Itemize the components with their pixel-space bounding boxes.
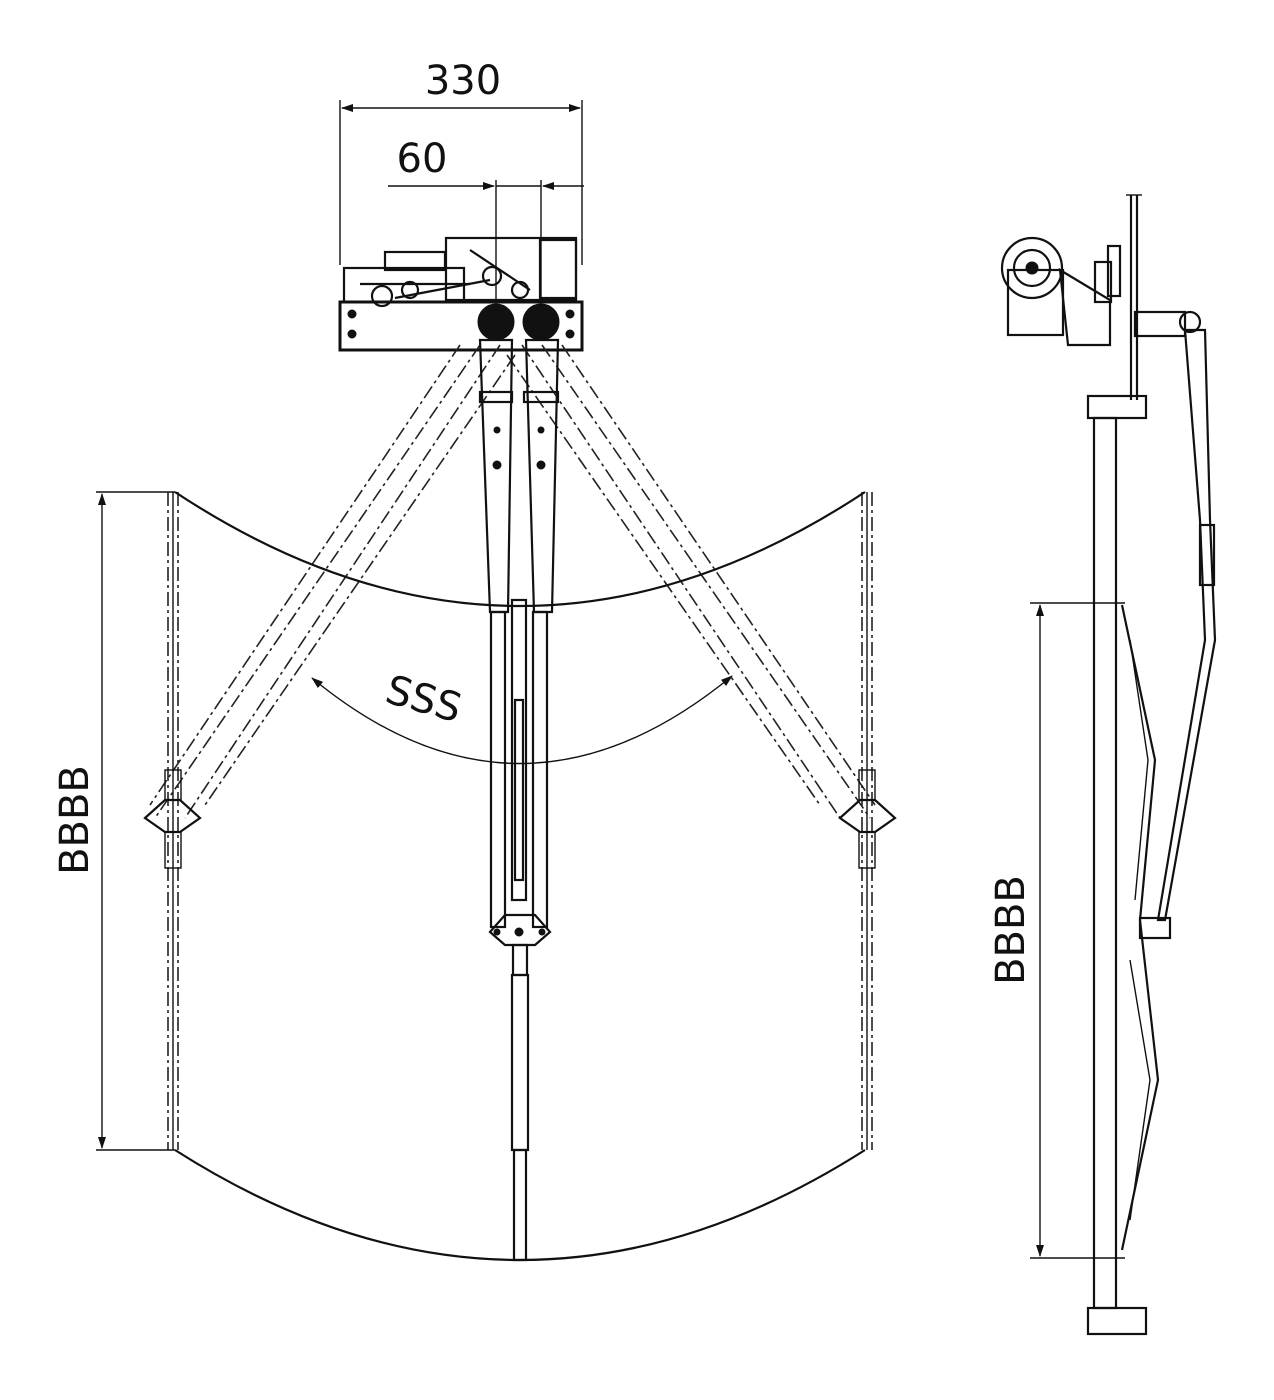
- blade-length-side-label: BBBB: [988, 875, 1034, 985]
- motor-housing: [338, 236, 584, 352]
- dimension-blade-length-front: BBBB: [52, 491, 175, 1151]
- blade-length-front-label: BBBB: [52, 765, 98, 875]
- side-motor: [1000, 194, 1202, 400]
- side-arm: [1120, 328, 1217, 1251]
- side-view: BBBB: [988, 194, 1217, 1336]
- dimension-60-label: 60: [397, 136, 448, 182]
- front-view: 330 60: [52, 58, 897, 1262]
- sweep-angle-label: SSS: [381, 667, 467, 732]
- arm-swept-positions: [143, 344, 897, 1150]
- wiped-area-arcs: [174, 491, 866, 1262]
- side-windscreen-frame: [1086, 394, 1148, 1336]
- dimension-330: 330: [339, 58, 583, 265]
- wiper-arms-center: [477, 303, 560, 1262]
- dimension-330-label: 330: [425, 58, 501, 104]
- dimension-blade-length-side: BBBB: [988, 602, 1125, 1259]
- dimension-60: 60: [388, 136, 584, 300]
